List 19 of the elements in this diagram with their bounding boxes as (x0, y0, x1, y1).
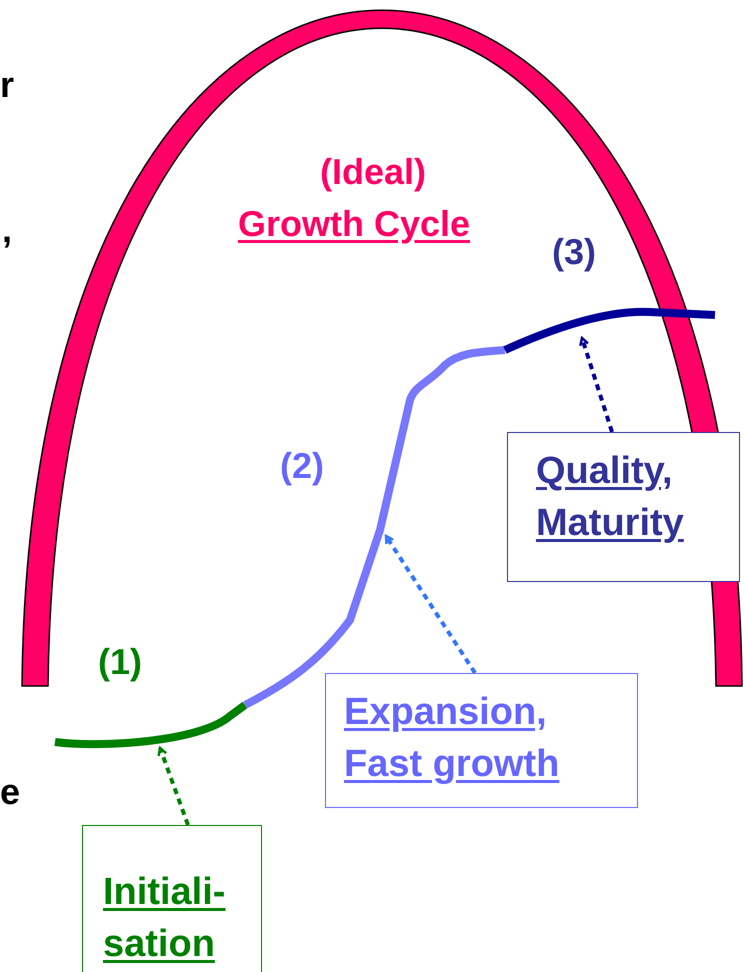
cut-off-text: , (2, 210, 12, 250)
callout-box (325, 673, 638, 808)
callout-box (82, 825, 262, 972)
growth-curve-segment (54, 702, 248, 748)
callout-text: Quality, Maturity (536, 449, 685, 546)
leader-arrow (579, 336, 614, 433)
callout-box (507, 432, 740, 582)
callout-text: Expansion, Fast growth (344, 690, 560, 787)
phase-label: (1) (98, 642, 142, 682)
phase-label: (3) (552, 232, 596, 272)
arch-title: Growth Cycle (238, 204, 470, 244)
growth-curve-segment (503, 308, 716, 354)
cut-off-text: e (0, 772, 20, 812)
callout-text: Initiali- sation (103, 870, 226, 967)
leader-arrow (157, 746, 190, 826)
leader-arrow (384, 534, 477, 674)
cut-off-text: r (0, 65, 14, 105)
phase-label: (2) (280, 446, 324, 486)
arch-title: (Ideal) (320, 152, 426, 192)
